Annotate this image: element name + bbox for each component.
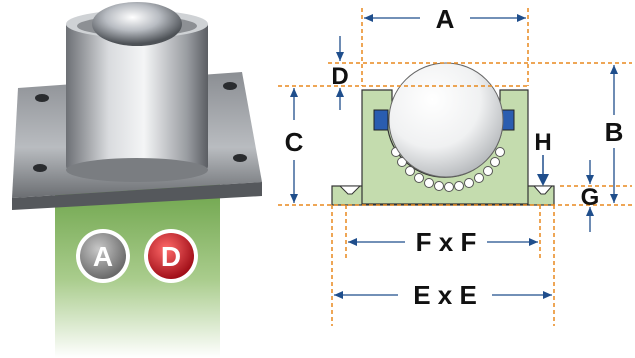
dimension-arrows — [290, 14, 618, 299]
plate-hole-4 — [233, 154, 247, 162]
dim-label-a: A — [436, 4, 455, 34]
plate-hole-3 — [33, 164, 47, 172]
dim-label-d: D — [331, 63, 348, 90]
dim-label-h: H — [534, 129, 551, 156]
plate-hole-1 — [35, 94, 49, 102]
flange-hole-left — [338, 185, 362, 195]
base-plate-edge — [12, 182, 262, 210]
cylinder-bottom — [66, 158, 208, 182]
dim-label-c: C — [285, 127, 304, 157]
dim-label-g: G — [581, 184, 600, 211]
dim-label-exe: E x E — [413, 280, 477, 310]
support-balls — [391, 147, 505, 192]
badge-d-label: D — [161, 241, 181, 272]
h-arrow — [537, 155, 549, 186]
dimension-guides — [278, 8, 632, 326]
main-ball — [388, 62, 504, 178]
dim-label-b: B — [605, 117, 624, 147]
product-photo — [12, 2, 262, 358]
badge-a-label: A — [93, 241, 113, 272]
flange-hole-right — [532, 185, 554, 195]
badge-a: A — [76, 229, 130, 283]
dim-label-fxf: F x F — [416, 227, 477, 257]
ball-on-photo — [92, 2, 182, 46]
seal-left — [373, 109, 389, 131]
cross-section — [331, 62, 555, 206]
cylinder-body — [66, 22, 208, 170]
plate-hole-2 — [223, 82, 237, 90]
badge-d: D — [144, 229, 198, 283]
